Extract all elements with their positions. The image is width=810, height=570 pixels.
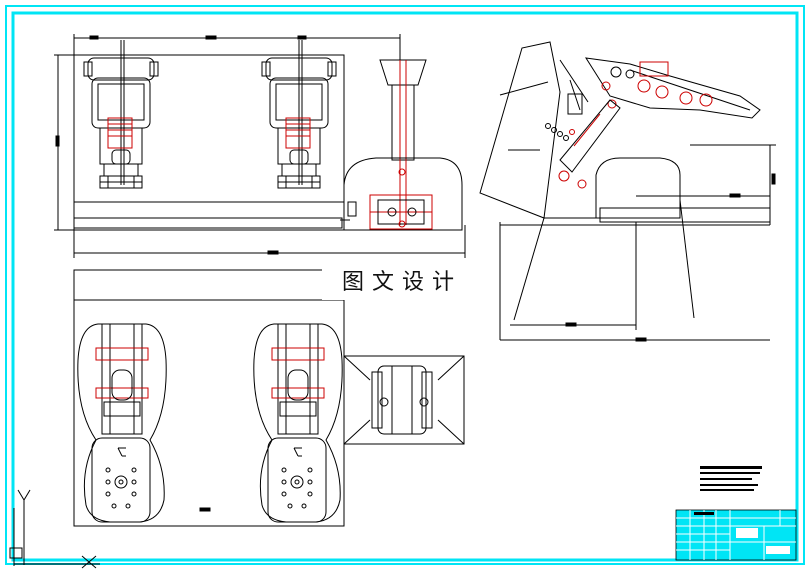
front-view-pedal-assemblies	[54, 34, 466, 258]
title-block	[675, 466, 797, 561]
inner-border	[11, 11, 799, 562]
side-mount-tube	[340, 59, 463, 231]
left-pedal-assembly	[83, 40, 159, 189]
watermark-label: 图文设计	[322, 266, 482, 300]
hub-detail-view	[343, 355, 465, 445]
top-view-footplates	[73, 269, 345, 527]
outer-border	[5, 5, 805, 565]
right-pedal-assembly	[261, 40, 337, 189]
ucs-y-axis-icon	[9, 489, 31, 566]
ucs-x-axis-icon	[14, 555, 100, 569]
side-view-tilted-pedal	[479, 41, 776, 342]
